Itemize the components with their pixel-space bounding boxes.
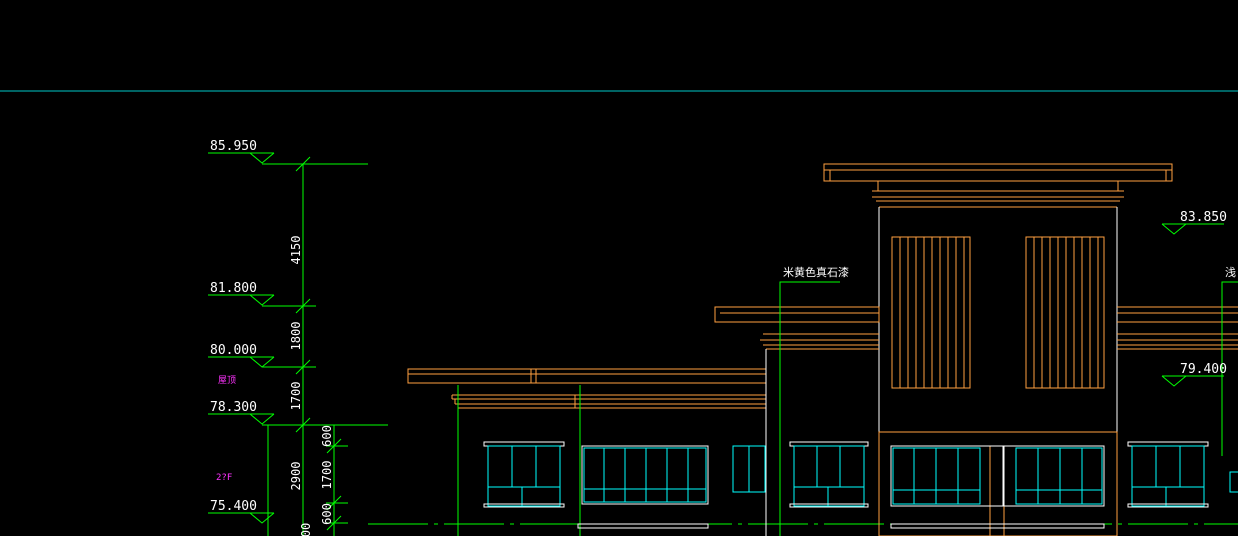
roof-annotation: 屋顶 (218, 375, 236, 386)
elevation-text-79400: 79.400 (1180, 362, 1227, 377)
window-right-1 (1127, 441, 1209, 508)
material-leader-right (1221, 281, 1238, 456)
canopy-left (714, 306, 880, 350)
elevation-marker-80000: 80.000 (208, 343, 275, 368)
elevation-marker-79400: 79.400 (1161, 362, 1227, 387)
window-left-2 (577, 445, 709, 529)
elevation-text-78300: 78.300 (210, 400, 257, 415)
elevation-marker-85950: 85.950 (208, 139, 275, 164)
elevation-text-81800: 81.800 (210, 281, 257, 296)
elevation-marker-75400: 75.400 (208, 499, 275, 524)
elevation-text-80000: 80.000 (210, 343, 257, 358)
material-note-cut: 浅 (1225, 266, 1236, 279)
material-leader (779, 281, 840, 536)
dimension-2900: 2900 (289, 462, 303, 491)
louver-right (1025, 236, 1105, 389)
dimension-1700-sub: 1700 (320, 461, 334, 490)
elevation-marker-83850: 83.850 (1161, 210, 1227, 235)
window-right-edge (1229, 471, 1238, 493)
elevation-text-75400: 75.400 (210, 499, 257, 514)
dimension-4150: 4150 (289, 236, 303, 265)
tower-walls (878, 207, 1118, 432)
window-left-1 (483, 441, 565, 508)
elevation-marker-81800: 81.800 (208, 281, 275, 306)
dimension-chain (262, 156, 388, 536)
floor-annotation: 2?F (216, 473, 232, 483)
dimension-600-top: 600 (320, 425, 334, 447)
tower-roof (823, 163, 1173, 208)
entrance-windows (890, 445, 1105, 529)
elevation-marker-78300: 78.300 (208, 400, 275, 425)
louver-left (891, 236, 971, 389)
dimension-1700: 1700 (289, 382, 303, 411)
dimension-00-cut: 00 (299, 523, 313, 536)
window-mid-1 (789, 441, 869, 508)
left-wing-roof (407, 368, 767, 409)
dimension-1800: 1800 (289, 322, 303, 351)
dimension-600-bottom: 600 (320, 503, 334, 525)
window-left-3 (732, 445, 766, 493)
elevation-text-83850: 83.850 (1180, 210, 1227, 225)
canopy-right (1117, 306, 1238, 350)
elevation-text-85950: 85.950 (210, 139, 257, 154)
material-note: 米黄色真石漆 (783, 265, 849, 279)
